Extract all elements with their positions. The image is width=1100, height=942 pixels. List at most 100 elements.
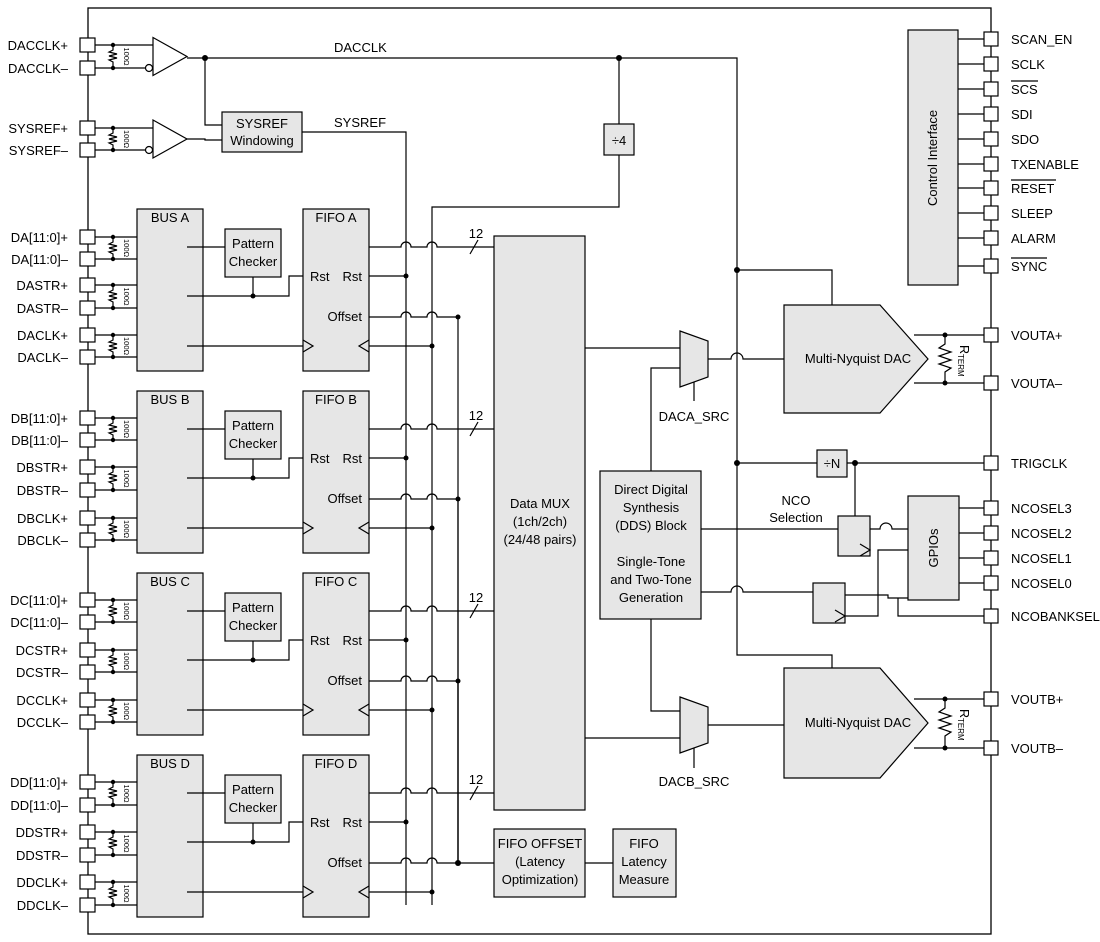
pin-label: DD[11:0]+ [10, 775, 68, 790]
bus-block [136, 572, 204, 736]
pin-label: DD[11:0]– [10, 798, 68, 813]
bus-block [136, 390, 204, 554]
resistor-value: 100Ω [122, 130, 131, 149]
pin-label: ALARM [1011, 231, 1056, 246]
fifo-rst-out-label: Rst [343, 269, 363, 284]
left-pin-dbclk-: DBCLK– [17, 532, 96, 548]
pattern-checker-label-1: Pattern [232, 782, 274, 797]
pin-pad [983, 691, 999, 707]
right-pin-vouta-: VOUTA– [983, 375, 1063, 391]
left-pin-dd-11-0-: DD[11:0]– [10, 797, 96, 813]
daclk-to-sysref-window-wire [204, 58, 222, 126]
ncosel-wires [959, 507, 984, 584]
right-pin-alarm: ALARM [983, 230, 1056, 246]
left-pin-dcclk-: DCCLK– [17, 714, 96, 730]
resistor-value: 100Ω [122, 885, 131, 904]
pin-label: SDI [1011, 107, 1033, 122]
sysref-signal-label: SYSREF [334, 115, 386, 130]
left-pin-sysref-: SYSREF– [9, 142, 96, 158]
nco-selection-label-2: Selection [769, 510, 822, 525]
pin-label: SCLK [1011, 57, 1045, 72]
divide-by-n-block [816, 449, 848, 478]
input-receiver: 100Ω [95, 36, 189, 77]
pattern-checker-label-2: Checker [229, 254, 278, 269]
left-pin-dastr-: DASTR+ [16, 277, 96, 293]
pin-pad [983, 180, 999, 196]
pin-label: RESET [1011, 181, 1054, 196]
right-pin-sdo: SDO [983, 131, 1039, 147]
pin-label: TXENABLE [1011, 157, 1079, 172]
dac-a-block [783, 304, 929, 414]
left-pin-ddclk-: DDCLK– [17, 897, 96, 913]
pin-label: DDCLK– [17, 898, 69, 913]
right-pin-scs: SCS [983, 80, 1038, 97]
pattern-checker-label-1: Pattern [232, 600, 274, 615]
left-pin-dcstr-: DCSTR+ [16, 642, 96, 658]
resistor-value: 100Ω [122, 337, 131, 356]
pin-label: SYNC [1011, 259, 1047, 274]
rterm-b-resistor [937, 699, 953, 748]
voutb-wires [914, 698, 984, 749]
pattern-checker-block [224, 410, 282, 460]
svg-text:R: R [957, 345, 971, 354]
left-pin-dc-11-0-: DC[11:0]– [10, 614, 96, 630]
pin-label: VOUTA– [1011, 376, 1063, 391]
pin-label: DDSTR+ [16, 825, 68, 840]
pattern-checker-label-1: Pattern [232, 418, 274, 433]
right-pin-sclk: SCLK [983, 56, 1045, 72]
pin-pad [983, 81, 999, 97]
termination-resistor [107, 467, 118, 490]
left-pin-dacclk-: DACCLK+ [8, 37, 96, 53]
divide-by-4-block [603, 123, 635, 156]
pin-label: DCCLK+ [16, 693, 68, 708]
pattern-checker-label-2: Checker [229, 436, 278, 451]
left-pin-dcstr-: DCSTR– [16, 664, 96, 680]
nco-selection-label-1: NCO [782, 493, 811, 508]
fifo-rst-in-label: Rst [310, 451, 330, 466]
resistor-value: 100Ω [122, 420, 131, 439]
resistor-value: 100Ω [122, 239, 131, 258]
bus-label: BUS A [151, 210, 190, 225]
svg-text:R: R [957, 709, 971, 718]
sysref-windowing-block [221, 111, 303, 153]
clock-marker [859, 543, 872, 557]
right-pin-reset: RESET [983, 179, 1056, 196]
termination-resistor [107, 45, 118, 68]
junction [202, 55, 208, 61]
pin-pad [79, 432, 96, 448]
left-pin-daclk-: DACLK+ [17, 327, 96, 343]
fifo-offset-label: Offset [328, 673, 363, 688]
gpios-block [907, 495, 960, 601]
termination-resistor [107, 782, 118, 805]
daca-mux-to-dac-wire [708, 352, 784, 360]
bank-register-to-gpio-wire [845, 549, 908, 617]
termination-resistor [107, 650, 118, 672]
pin-pad [79, 327, 96, 343]
receiver-amp [152, 118, 189, 160]
dds-to-bank-register-wire [701, 585, 813, 593]
pin-label: DACCLK– [8, 61, 69, 76]
fifo-offset-label: Offset [328, 855, 363, 870]
bus-block [136, 208, 204, 372]
pin-pad [983, 230, 999, 246]
bus-label: BUS D [150, 756, 190, 771]
pin-label: DASTR+ [16, 278, 68, 293]
pin-pad [983, 525, 999, 541]
right-pin-voutb-: VOUTB– [983, 740, 1064, 756]
pin-label: DBSTR+ [16, 460, 68, 475]
junction [852, 460, 858, 466]
fifo-rst-in-label: Rst [310, 269, 330, 284]
pin-label: VOUTB+ [1011, 692, 1063, 707]
daca-src-label: DACA_SRC [659, 409, 730, 424]
control-interface-wires [958, 38, 984, 267]
termination-resistor [107, 285, 118, 308]
pin-pad [983, 455, 999, 471]
pin-pad [983, 31, 999, 47]
pin-pad [983, 550, 999, 566]
fifo-latency-measure-block [612, 828, 677, 898]
pin-label: NCOSEL3 [1011, 501, 1072, 516]
ncobanksel-wire [897, 598, 984, 617]
pin-pad [79, 774, 96, 790]
pattern-checker-label-1: Pattern [232, 236, 274, 251]
